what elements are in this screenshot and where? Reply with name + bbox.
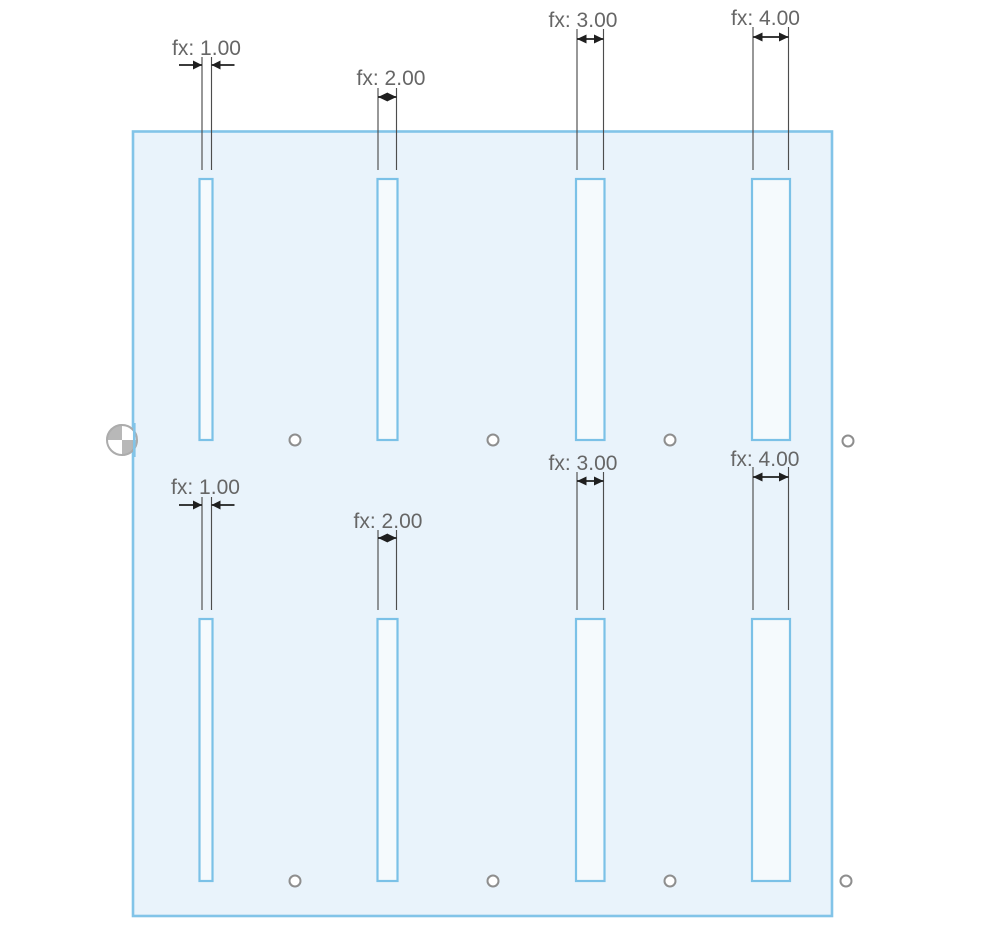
origin-ring — [106, 424, 138, 456]
arrowhead-icon — [378, 533, 388, 543]
dimension-label[interactable]: fx: 2.00 — [357, 67, 426, 90]
slot-bottom-1[interactable] — [198, 617, 214, 883]
origin-quadrant — [106, 440, 122, 456]
arrowhead-icon — [753, 472, 763, 482]
arrowhead-icon — [378, 92, 388, 102]
dimension-label[interactable]: fx: 4.00 — [731, 7, 800, 30]
sketch-point[interactable] — [841, 434, 855, 448]
arrowhead-icon — [193, 500, 202, 510]
arrowhead-icon — [387, 92, 397, 102]
slot-bottom-2[interactable] — [376, 617, 399, 883]
dimension-label[interactable]: fx: 4.00 — [731, 448, 800, 471]
arrowhead-icon — [193, 60, 202, 70]
dimension-label[interactable]: fx: 1.00 — [171, 476, 240, 499]
plate-face[interactable] — [131, 130, 834, 918]
slot-bottom-4[interactable] — [750, 617, 792, 883]
sketch-point[interactable] — [839, 874, 853, 888]
arrowhead-icon — [779, 472, 789, 482]
origin-icon[interactable] — [106, 424, 138, 456]
arrowhead-icon — [211, 500, 221, 510]
arrowhead-icon — [594, 34, 604, 44]
dimension-bottom-2[interactable]: fx: 2.00 — [354, 510, 423, 610]
sketch-point[interactable] — [663, 433, 677, 447]
sketch-point[interactable] — [288, 433, 302, 447]
slot-bottom-3[interactable] — [574, 617, 606, 883]
dimension-bottom-4[interactable]: fx: 4.00 — [731, 448, 800, 610]
sketch-point[interactable] — [486, 874, 500, 888]
slot-top-4[interactable] — [750, 177, 792, 442]
dimension-bottom-1[interactable]: fx: 1.00 — [171, 476, 240, 610]
arrowhead-icon — [779, 32, 789, 42]
dimension-label[interactable]: fx: 2.00 — [354, 510, 423, 533]
slot-top-1[interactable] — [198, 177, 214, 442]
dimension-label[interactable]: fx: 3.00 — [549, 452, 618, 475]
dimension-label[interactable]: fx: 3.00 — [549, 9, 618, 32]
dimension-top-2[interactable]: fx: 2.00 — [357, 67, 426, 170]
sketch-point[interactable] — [486, 433, 500, 447]
dimension-top-4[interactable]: fx: 4.00 — [731, 7, 800, 170]
arrowhead-icon — [594, 476, 604, 486]
arrowhead-icon — [211, 60, 221, 70]
arrowhead-icon — [753, 32, 763, 42]
dimension-label[interactable]: fx: 1.00 — [172, 37, 241, 60]
sketch-point[interactable] — [288, 874, 302, 888]
arrowhead-icon — [387, 533, 397, 543]
slot-top-3[interactable] — [574, 177, 606, 442]
arrowhead-icon — [577, 476, 587, 486]
arrowhead-icon — [577, 34, 587, 44]
dimension-top-1[interactable]: fx: 1.00 — [172, 37, 241, 170]
dimension-top-3[interactable]: fx: 3.00 — [549, 9, 618, 170]
sketch-point[interactable] — [663, 874, 677, 888]
dimension-bottom-3[interactable]: fx: 3.00 — [549, 452, 618, 610]
slot-top-2[interactable] — [376, 177, 399, 442]
